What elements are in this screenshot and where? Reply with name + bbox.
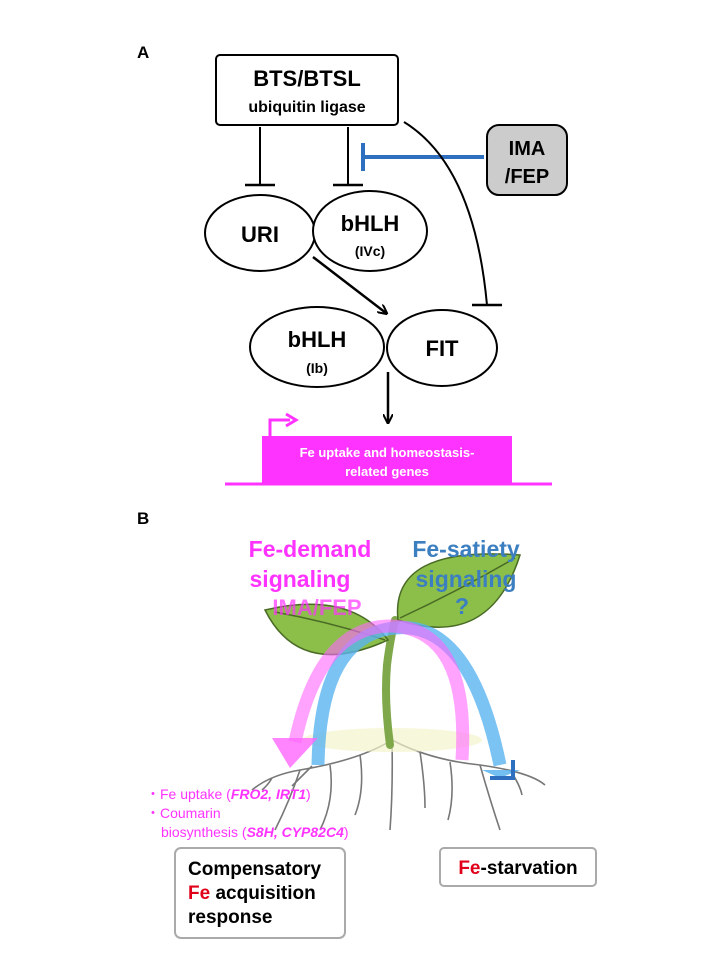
fe-satiety-arrow [311, 621, 520, 780]
fe-demand-arrow [272, 619, 470, 768]
ima-line2: /FEP [505, 166, 549, 188]
fe-demand-line3: IMA/FEP [272, 595, 361, 620]
fe-satiety-line1: Fe-satiety [412, 536, 520, 562]
bhlh-ib-sub: (Ib) [306, 360, 328, 376]
bts-inhibits-uri [245, 127, 275, 187]
ima-fep-node: IMA /FEP [486, 124, 568, 196]
uptake-item: ・Fe uptake (FRO2, IRT1) [146, 786, 311, 802]
response-line1: Compensatory [188, 859, 321, 880]
panel-b-label: B [137, 509, 149, 528]
panel-a-label: A [137, 43, 149, 62]
response-line2: Fe acquisition [188, 883, 316, 904]
bts-inhibits-bhlh-ivc [333, 127, 363, 187]
genes-line1: Fe uptake and homeostasis- [300, 445, 475, 460]
bts-title: BTS/BTSL [253, 66, 361, 91]
fe-demand-line1: Fe-demand [249, 536, 372, 562]
bhlh-ivc-name: bHLH [341, 211, 400, 236]
bts-inhibits-fit [403, 121, 502, 307]
compensatory-response-box: Compensatory Fe acquisition response [174, 847, 346, 939]
starvation-label: Fe-starvation [458, 858, 577, 879]
bhlh-ivc-sub: (IVc) [355, 243, 385, 259]
fit-node: FIT [386, 309, 498, 387]
fe-starvation-box: Fe-starvation [439, 847, 597, 887]
bts-subtitle: ubiquitin ligase [248, 99, 365, 116]
ima-inhibition-line [361, 143, 484, 171]
bhlh-ib-node: bHLH (Ib) [249, 306, 385, 388]
bts-btsl-node: BTS/BTSL ubiquitin ligase [215, 54, 399, 126]
ima-line1: IMA [509, 138, 546, 160]
fe-demand-line2: signaling [250, 566, 351, 592]
coumarin-item: ・Coumarin [146, 805, 221, 821]
fe-satiety-label: Fe-satiety signaling ? [412, 536, 520, 619]
fe-demand-label: Fe-demand signaling IMA/FEP [249, 536, 372, 620]
bhlh-ivc-node: bHLH (IVc) [312, 190, 428, 272]
right-leaf [396, 553, 522, 628]
fit-label: FIT [426, 336, 460, 361]
fe-satiety-line2: signaling [416, 566, 517, 592]
response-line3: response [188, 907, 272, 928]
uri-label: URI [241, 222, 279, 247]
fe-satiety-line3: ? [455, 593, 469, 619]
uri-node: URI [204, 194, 316, 272]
response-gene-list: ・Fe uptake (FRO2, IRT1) ・Coumarin biosyn… [146, 786, 349, 840]
genes-line2: related genes [345, 464, 429, 479]
target-genes-box: Fe uptake and homeostasis- related genes [225, 412, 552, 486]
coumarin-genes: biosynthesis (S8H, CYP82C4) [161, 824, 349, 840]
bhlh-ib-name: bHLH [288, 327, 347, 352]
uri-activates-arrow [312, 256, 386, 313]
